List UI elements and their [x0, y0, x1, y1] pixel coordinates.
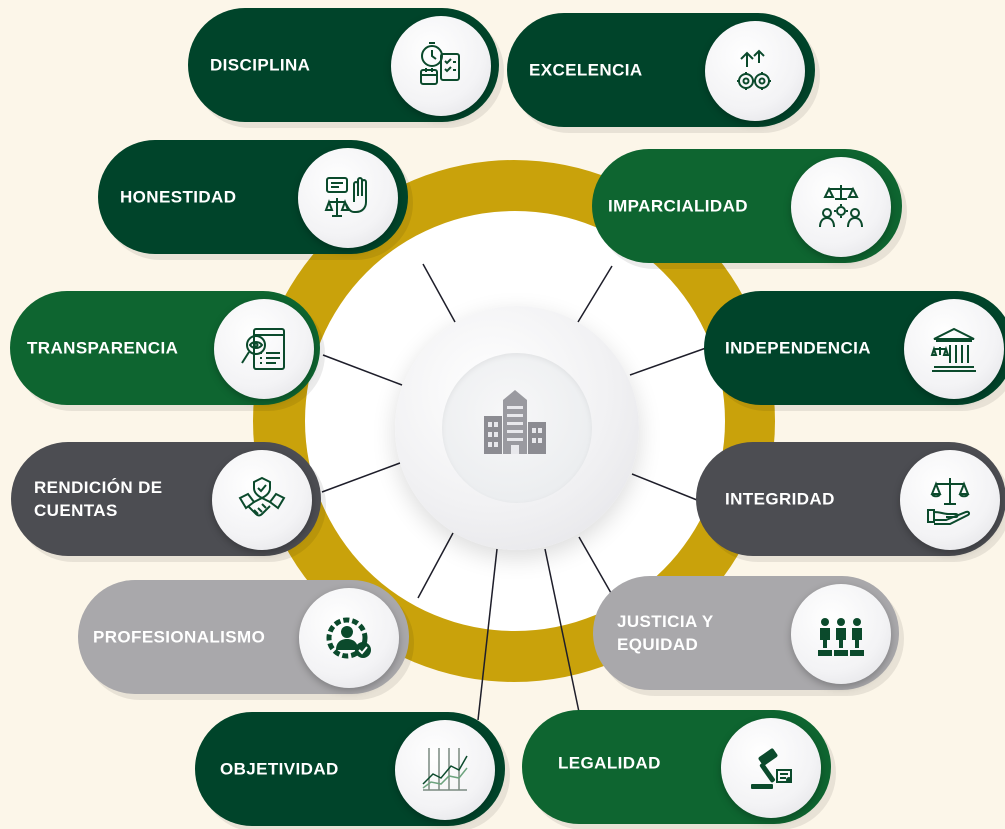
value-pill-justicia-y-equidad: JUSTICIA Y EQUIDAD [593, 576, 899, 690]
connector-line [477, 548, 498, 721]
icon-badge [904, 299, 1004, 399]
connector-line [322, 354, 403, 386]
gears-arrow-up-icon [737, 49, 771, 90]
hand-scale-icon [927, 478, 971, 525]
courthouse-icon [930, 327, 976, 372]
value-pill-excelencia: EXCELENCIA [507, 13, 815, 127]
value-label: LEGALIDAD [558, 753, 661, 773]
document-magnifier-icon [241, 328, 285, 370]
connector-line [629, 347, 707, 376]
connector-line [631, 473, 698, 501]
value-pill-legalidad: LEGALIDAD [522, 710, 831, 824]
connector-line [577, 265, 613, 323]
hand-scale-icon [324, 177, 367, 217]
value-label: DISCIPLINA [210, 55, 311, 75]
connector-line [422, 263, 456, 323]
value-pill-transparencia: TRANSPARENCIA [10, 291, 320, 405]
professional-gear-icon [326, 617, 371, 659]
connector-line [321, 462, 401, 493]
value-label: HONESTIDAD [120, 187, 237, 207]
value-pill-disciplina: DISCIPLINA [188, 8, 499, 122]
clock-checklist-icon [420, 42, 460, 85]
value-label: OBJETIVIDAD [220, 759, 339, 779]
icon-badge [791, 584, 891, 684]
value-pill-independencia: INDEPENDENCIA [704, 291, 1005, 405]
value-label: EXCELENCIA [529, 60, 643, 80]
people-podiums-icon [818, 618, 864, 656]
scale-people-icon [819, 185, 863, 228]
connector-line [417, 532, 454, 599]
value-pill-honestidad: HONESTIDAD [98, 140, 408, 254]
value-label: INDEPENDENCIA [725, 338, 871, 358]
connector-line [578, 536, 612, 594]
connector-line [544, 548, 580, 713]
handshake-icon [238, 476, 286, 517]
icon-badge [705, 21, 805, 121]
value-label: INTEGRIDAD [725, 489, 835, 509]
value-label: PROFESIONALISMO [93, 627, 266, 647]
line-chart-icon [422, 748, 468, 791]
icon-badge [791, 157, 891, 257]
value-pill-objetividad: OBJETIVIDAD [195, 712, 505, 826]
value-pill-profesionalismo: PROFESIONALISMO [78, 580, 409, 694]
icon-badge [214, 299, 314, 399]
icon-badge [395, 720, 495, 820]
value-pill-imparcialidad: IMPARCIALIDAD [592, 149, 902, 263]
value-label: TRANSPARENCIA [27, 338, 179, 358]
icon-badge [391, 16, 491, 116]
icon-badge [721, 718, 821, 818]
icon-badge [212, 450, 312, 550]
icon-badge [299, 588, 399, 688]
value-label: JUSTICIA Y EQUIDAD [617, 612, 714, 654]
value-pill-rendicion-de-cuentas: RENDICIÓN DE CUENTAS [11, 442, 321, 556]
building-icon [484, 390, 546, 454]
value-pill-integridad: INTEGRIDAD [696, 442, 1005, 556]
value-label: RENDICIÓN DE CUENTAS [34, 478, 163, 520]
icon-badge [298, 148, 398, 248]
gavel-icon [751, 748, 792, 789]
value-label: IMPARCIALIDAD [608, 196, 748, 216]
icon-badge [900, 450, 1000, 550]
